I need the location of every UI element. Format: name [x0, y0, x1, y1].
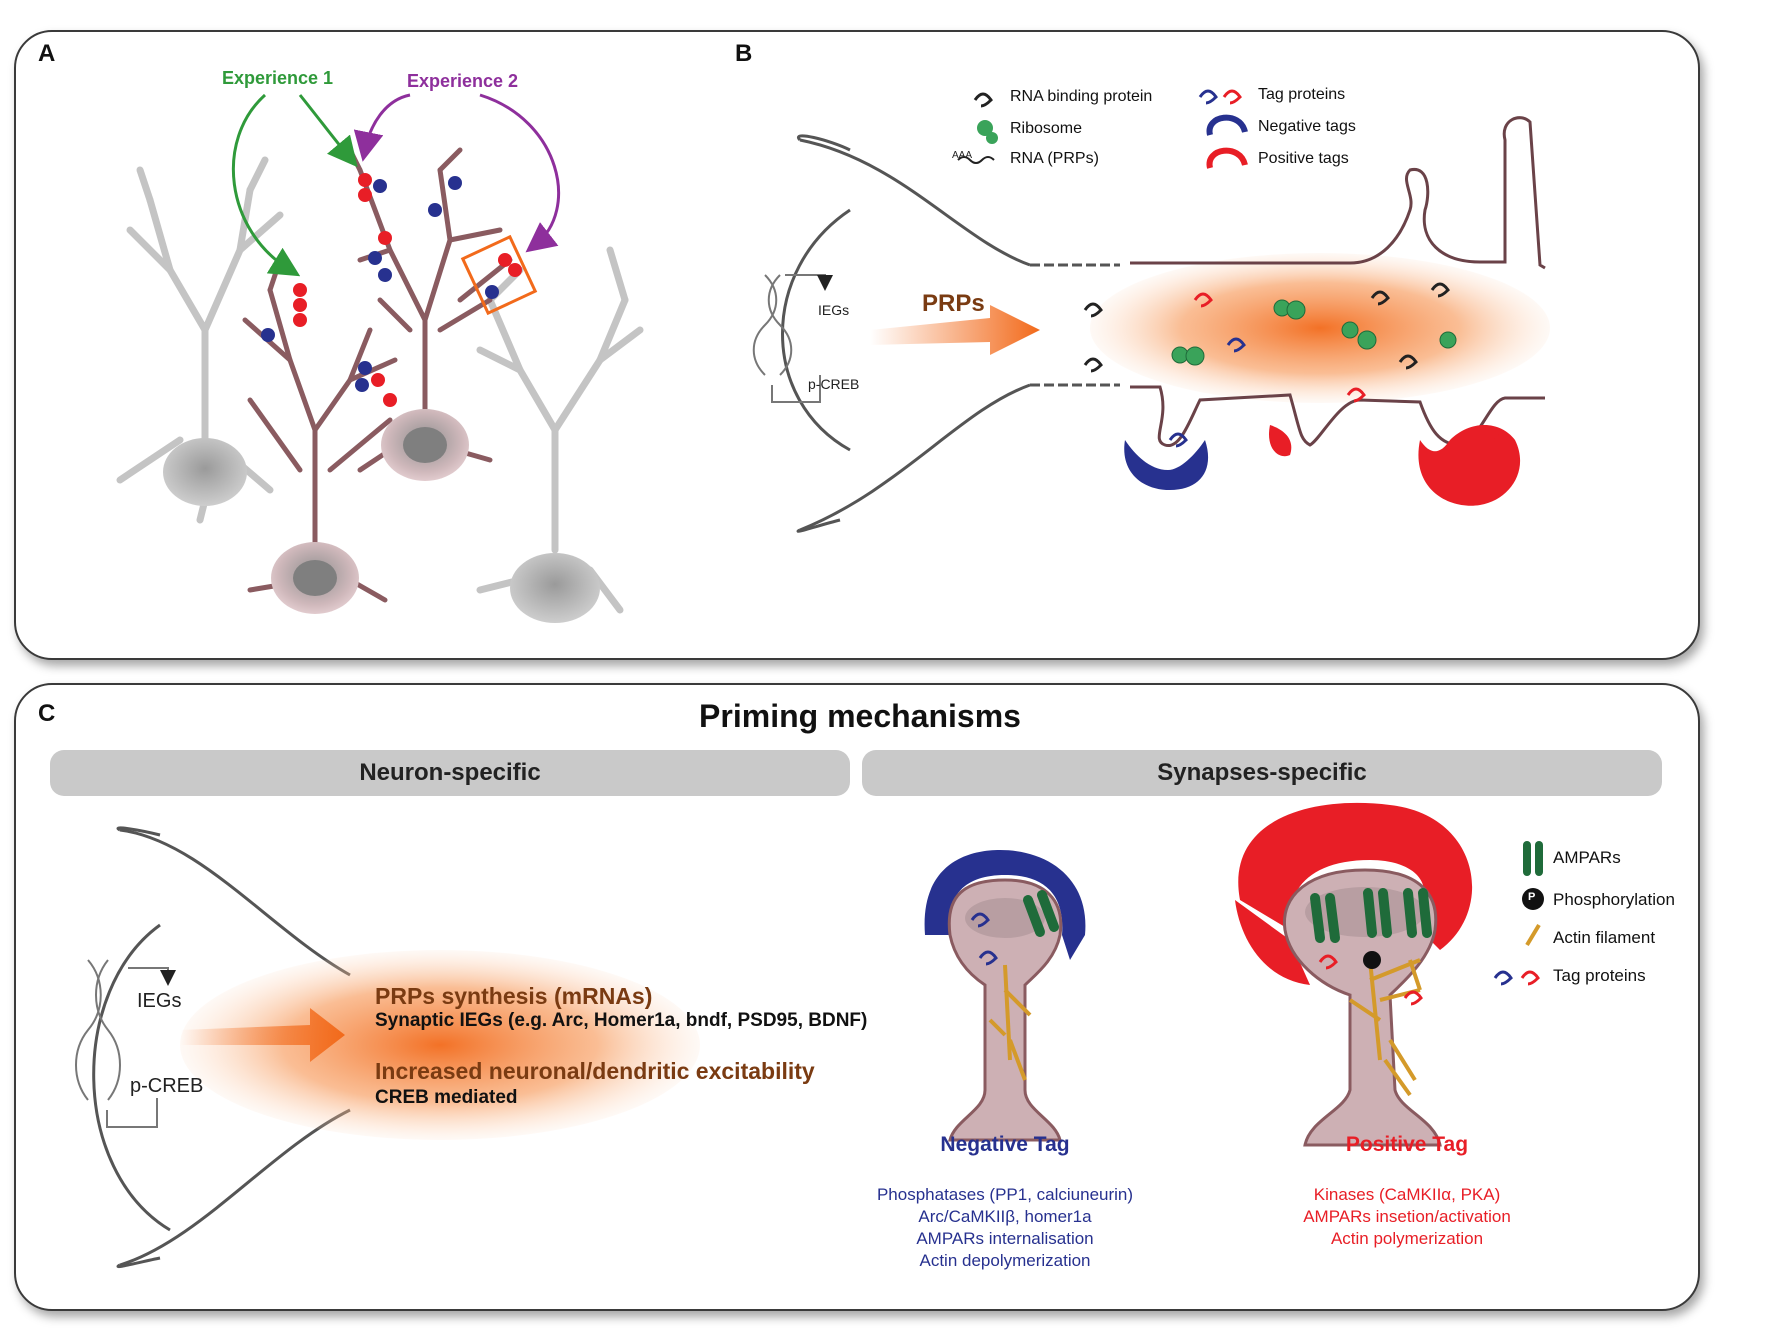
grey-neuron-left	[116, 156, 284, 524]
legend-phosphorylation: Phosphorylation	[1553, 890, 1675, 909]
active-neuron-upper-nucleus	[403, 427, 447, 463]
rna-binding-protein-icon	[973, 92, 993, 108]
panel-c-dna	[75, 959, 176, 1128]
experience1-arrow-right	[298, 94, 358, 168]
legend-tag-proteins: Tag proteins	[1258, 86, 1346, 103]
legend-ribosome: Ribosome	[1010, 120, 1083, 137]
ribosome-icon	[977, 120, 993, 136]
tag-protein-red-icon	[1222, 89, 1242, 105]
positive-tag-cap-b-small	[1269, 425, 1292, 457]
synapse-specific-header: Synapses-specific	[862, 750, 1662, 796]
tag-protein-red-icon-c	[1520, 970, 1540, 986]
panel-b-soma	[781, 134, 1120, 533]
panel-a-neurons	[116, 147, 644, 623]
actin-filament-icon	[1525, 923, 1541, 947]
legend-tag-proteins-c: Tag proteins	[1553, 966, 1646, 985]
legend-rna: RNA (PRPs)	[1010, 150, 1099, 167]
phosphorylation-icon	[1522, 888, 1544, 910]
positive-tag-line-2: AMPARs insetion/activation	[1303, 1207, 1511, 1226]
panel-c-orange-glow	[180, 950, 700, 1140]
legend-negative-tags: Negative tags	[1258, 118, 1356, 135]
prps-synthesis-label: PRPs synthesis (mRNAs)	[375, 983, 653, 1009]
experience2-label: Experience 2	[407, 71, 519, 91]
highlight-box	[460, 234, 538, 316]
positive-tag-icon	[1206, 147, 1248, 169]
negative-tag-spine	[924, 850, 1086, 1142]
prps-arrow	[870, 305, 1040, 355]
experience1-label: Experience 1	[222, 68, 334, 88]
grey-neuron-right	[476, 246, 644, 614]
negative-tag-line-4: Actin depolymerization	[919, 1251, 1091, 1270]
neuron-specific-header: Neuron-specific	[50, 750, 850, 796]
panel-c-label: C	[38, 700, 56, 727]
legend-ampars: AMPARs	[1553, 848, 1621, 867]
legend-rna-binding-protein: RNA binding protein	[1010, 88, 1153, 105]
experience2-arrow-left	[353, 93, 411, 162]
creb-mediated-label: CREB mediated	[375, 1087, 518, 1108]
positive-tag-spine	[1235, 802, 1473, 1147]
positive-tag-title: Positive Tag	[1345, 1133, 1469, 1156]
panel-c-arrow	[180, 1008, 345, 1062]
synaptic-iegs-label: Synaptic IEGs (e.g. Arc, Homer1a, bndf, …	[375, 1010, 868, 1031]
panel-b-pcreb-label: p-CREB	[808, 376, 860, 392]
positive-tag-line-1: Kinases (CaMKIIα, PKA)	[1313, 1185, 1501, 1204]
negative-tag-cap-b	[1124, 440, 1209, 490]
positive-tag-line-3: Actin polymerization	[1330, 1229, 1484, 1248]
panel-a-label: A	[38, 40, 56, 67]
phospho-symbol: P	[1528, 891, 1536, 903]
negative-tag-line-3: AMPARs internalisation	[916, 1229, 1094, 1248]
panel-c-iegs-label: IEGs	[137, 990, 182, 1012]
negative-tag-line-1: Phosphatases (PP1, calciuneurin)	[876, 1185, 1134, 1204]
ampars-icon	[1523, 841, 1543, 876]
grey-neuron-left-soma	[163, 438, 247, 506]
negative-tag-icon	[1206, 114, 1248, 136]
panel-c-pcreb-label: p-CREB	[130, 1075, 204, 1097]
positive-tag-cap-b-large	[1418, 425, 1521, 506]
negative-tag-title: Negative Tag	[940, 1133, 1070, 1156]
tag-protein-blue-icon	[1198, 89, 1218, 105]
panel-b-molecules	[1083, 282, 1503, 448]
active-neuron-lower-nucleus	[293, 560, 337, 596]
panel-a-tag-dots	[261, 173, 522, 407]
negative-tag-line-2: Arc/CaMKIIβ, homer1a	[918, 1207, 1092, 1226]
experience1-arrow-left	[231, 93, 301, 277]
panel-c-legend-icons	[1493, 841, 1544, 986]
rna-icon	[957, 156, 995, 164]
panel-b-iegs-label: IEGs	[818, 302, 850, 318]
legend-rna-prefix: AAA	[952, 150, 973, 161]
legend-actin: Actin filament	[1553, 928, 1656, 947]
panel-c-title: Priming mechanisms	[699, 698, 1021, 734]
panel-b-label: B	[735, 40, 753, 67]
tag-protein-blue-icon-c	[1493, 970, 1513, 986]
experience2-arrow-right	[479, 93, 560, 253]
excitability-label: Increased neuronal/dendritic excitabilit…	[375, 1058, 815, 1084]
prps-label: PRPs	[922, 290, 985, 317]
legend-positive-tags: Positive tags	[1258, 150, 1349, 167]
panel-b-legend-icons	[957, 89, 1248, 169]
grey-neuron-right-soma	[510, 553, 600, 623]
panel-b-dna	[752, 274, 833, 403]
